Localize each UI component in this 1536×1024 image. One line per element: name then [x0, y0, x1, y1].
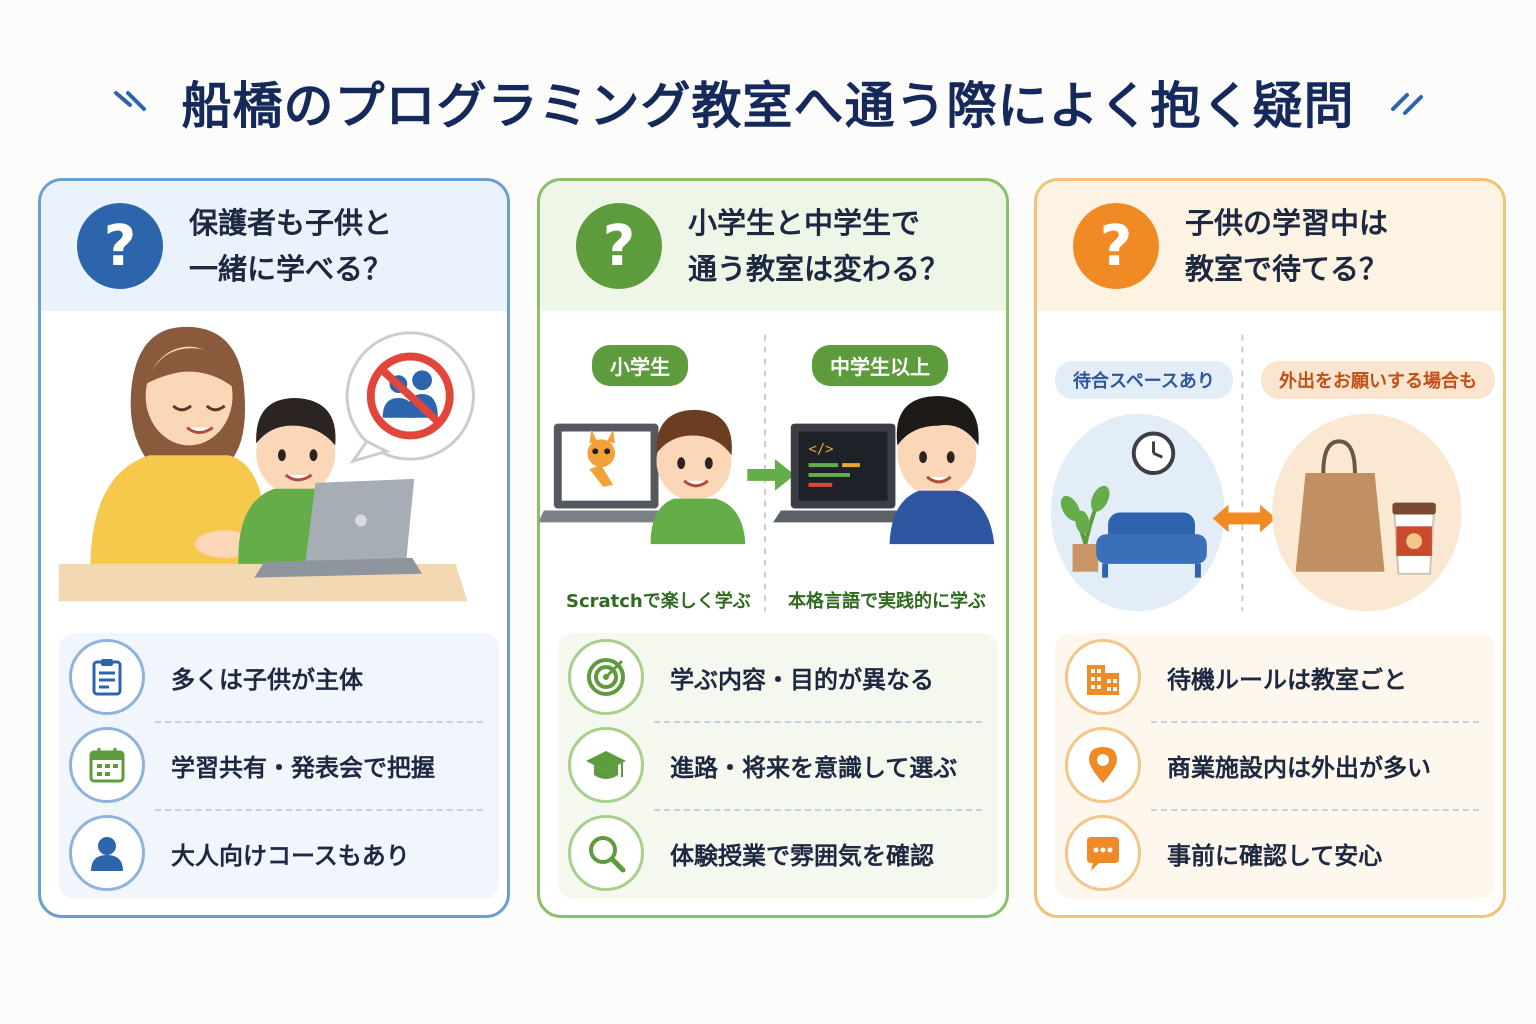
chat-bubble-icon	[1065, 815, 1141, 891]
list-item: 体験授業で雰囲気を確認	[568, 809, 988, 897]
item-label: 学ぶ内容・目的が異なる	[670, 665, 934, 694]
tag-waiting-space: 待合スペースあり	[1055, 361, 1233, 399]
card-question: 保護者も子供と 一緒に学べる？	[189, 206, 393, 286]
info-list: 待機ルールは教室ごと 商業施設内は外出が多い 事前に確認して安心	[1055, 633, 1495, 899]
list-item: 多くは子供が主体	[69, 633, 489, 721]
item-label: 進路・将来を意識して選ぶ	[670, 753, 958, 782]
item-label: 事前に確認して安心	[1167, 841, 1383, 870]
title-bar: 船橋のプログラミング教室へ通う際によく抱く疑問	[0, 62, 1536, 142]
card-question: 小学生と中学生で 通う教室は変わる？	[688, 206, 950, 286]
item-label: 商業施設内は外出が多い	[1167, 753, 1431, 782]
question-mark-icon: ?	[1073, 203, 1159, 289]
target-icon	[568, 639, 644, 715]
elementary-vs-junior-high-illustration: </>	[540, 334, 995, 612]
info-list: 多くは子供が主体 学習共有・発表会で把握 大人向けコースもあり	[59, 633, 499, 899]
person-icon	[69, 815, 145, 891]
item-label: 待機ルールは教室ごと	[1167, 665, 1407, 694]
list-item: 商業施設内は外出が多い	[1065, 721, 1485, 809]
list-item: 大人向けコースもあり	[69, 809, 489, 897]
building-icon	[1065, 639, 1141, 715]
item-label: 体験授業で雰囲気を確認	[670, 841, 934, 870]
item-label: 多くは子供が主体	[171, 665, 363, 694]
page-title: 船橋のプログラミング教室へ通う際によく抱く疑問	[181, 77, 1355, 135]
tag-go-out: 外出をお願いする場合も	[1261, 361, 1495, 399]
accent-lines-right-icon	[1390, 93, 1423, 115]
graduation-cap-icon	[568, 727, 644, 803]
map-pin-icon	[1065, 727, 1141, 803]
waiting-space-illustration	[1050, 334, 1462, 612]
question-mark-icon: ?	[576, 203, 662, 289]
calendar-icon	[69, 727, 145, 803]
list-item: 学習共有・発表会で把握	[69, 721, 489, 809]
faq-card-waiting: ? 子供の学習中は 教室で待てる？ 待合スペースあり 外出をお願いする場合も	[1034, 178, 1506, 918]
list-item: 進路・将来を意識して選ぶ	[568, 721, 988, 809]
caption-scratch: Scratchで楽しく学ぶ	[566, 591, 751, 612]
magnifier-icon	[568, 815, 644, 891]
list-item: 事前に確認して安心	[1065, 809, 1485, 897]
faq-card-parents: ? 保護者も子供と 一緒に学べる？	[38, 178, 510, 918]
list-item: 学ぶ内容・目的が異なる	[568, 633, 988, 721]
parent-child-laptop-illustration	[58, 326, 475, 602]
card-header: ? 保護者も子供と 一緒に学べる？	[41, 181, 507, 311]
item-label: 学習共有・発表会で把握	[171, 753, 435, 782]
tag-junior-high: 中学生以上	[812, 345, 948, 386]
svg-text:</>: </>	[809, 441, 834, 457]
item-label: 大人向けコースもあり	[171, 841, 410, 870]
question-mark-icon: ?	[77, 203, 163, 289]
faq-card-grade: ? 小学生と中学生で 通う教室は変わる？ </>	[537, 178, 1009, 918]
card-question: 子供の学習中は 教室で待てる？	[1185, 206, 1389, 286]
caption-real-language: 本格言語で実践的に学ぶ	[788, 591, 986, 612]
tag-elementary: 小学生	[592, 345, 688, 386]
clipboard-icon	[69, 639, 145, 715]
list-item: 待機ルールは教室ごと	[1065, 633, 1485, 721]
accent-lines-left-icon	[113, 91, 146, 111]
info-list: 学ぶ内容・目的が異なる 進路・将来を意識して選ぶ 体験授業で雰囲気を確認	[558, 633, 998, 899]
card-header: ? 小学生と中学生で 通う教室は変わる？	[540, 181, 1006, 311]
card-header: ? 子供の学習中は 教室で待てる？	[1037, 181, 1503, 311]
